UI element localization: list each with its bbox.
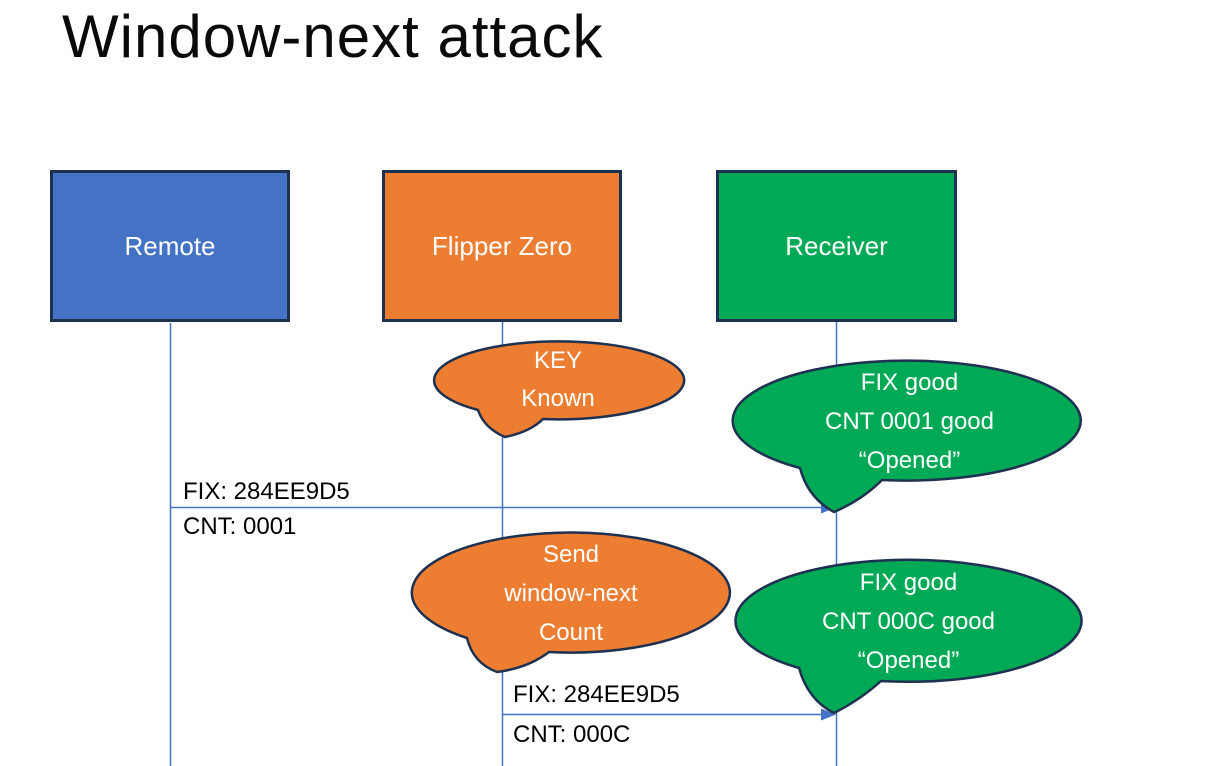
actor-label-flipper-zero: Flipper Zero xyxy=(431,230,573,261)
actor-label-remote: Remote xyxy=(124,230,216,261)
speech-bubble-key-known xyxy=(432,340,686,439)
speech-bubble-fix-good-1 xyxy=(731,359,1082,514)
actor-box-flipper-zero: Flipper Zero xyxy=(382,170,622,322)
arrowhead-icon-2 xyxy=(821,708,836,721)
actor-box-receiver: Receiver xyxy=(716,170,957,322)
message1-label-cnt: CNT: 0001 xyxy=(183,513,297,540)
speech-bubble-send-window-next xyxy=(410,531,732,674)
message1-label-fix: FIX: 284EE9D5 xyxy=(183,478,350,505)
actor-box-remote: Remote xyxy=(50,170,290,322)
message2-label-cnt: CNT: 000C xyxy=(513,721,631,748)
message2-label-fix: FIX: 284EE9D5 xyxy=(513,681,680,708)
slide-title: Window-next attack xyxy=(62,3,604,70)
actor-label-receiver: Receiver xyxy=(785,230,888,261)
speech-bubble-fix-good-2 xyxy=(734,558,1083,715)
